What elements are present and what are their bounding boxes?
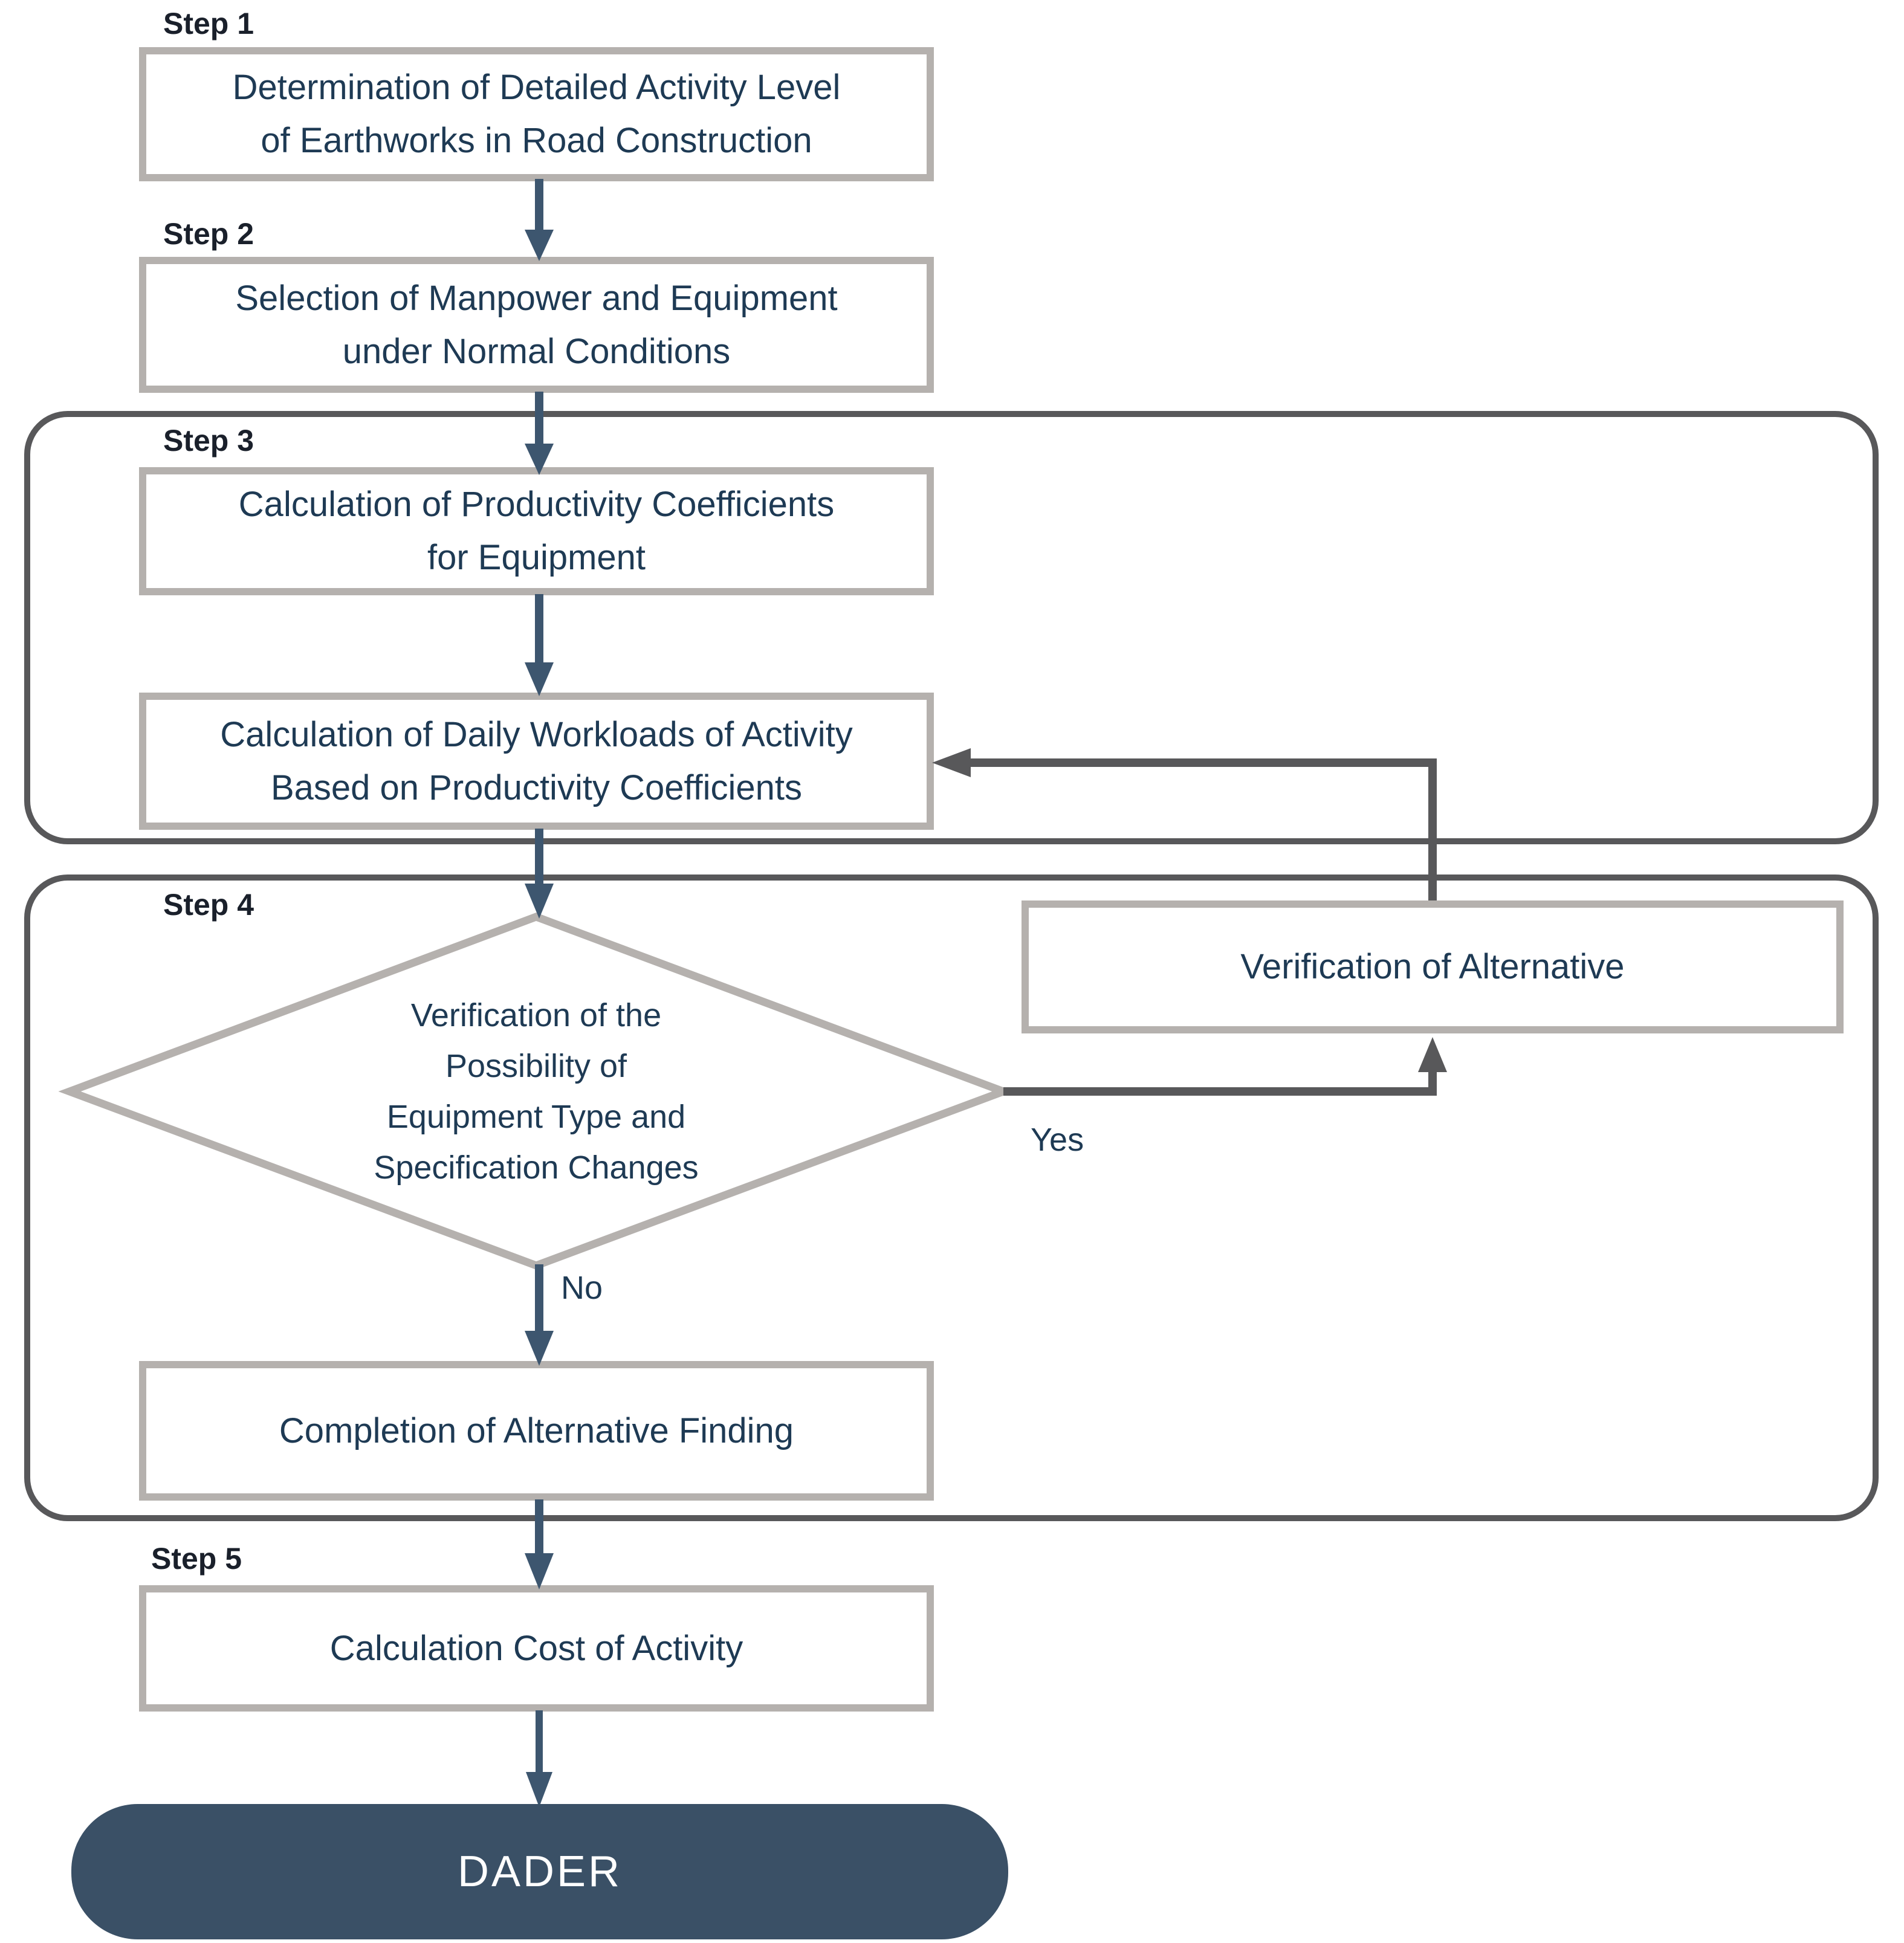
arrow-down-icon bbox=[525, 884, 554, 919]
arrow-cost-to-terminal bbox=[526, 1710, 552, 1807]
arrow-down-icon bbox=[525, 662, 554, 696]
decision-text-line4: Specification Changes bbox=[374, 1149, 699, 1186]
connector-line bbox=[1003, 1071, 1437, 1096]
arrow-step1-to-step2 bbox=[525, 179, 554, 261]
decision-text: Verification of the Possibility of Equip… bbox=[294, 990, 778, 1193]
decision-text-line3: Equipment Type and bbox=[386, 1099, 686, 1135]
arrow-step2-to-productivity bbox=[525, 392, 554, 475]
decision-text-line1: Verification of the bbox=[410, 997, 662, 1033]
daily-workloads-text-line1: Calculation of Daily Workloads of Activi… bbox=[220, 714, 853, 754]
step3-group-container bbox=[24, 411, 1879, 844]
arrow-completion-to-cost bbox=[525, 1499, 554, 1589]
yes-edge-label: Yes bbox=[1031, 1122, 1084, 1158]
step1-text-line1: Determination of Detailed Activity Level bbox=[232, 68, 841, 107]
completion-text: Completion of Alternative Finding bbox=[279, 1411, 794, 1450]
step3-label: Step 3 bbox=[163, 424, 254, 457]
verification-alternative-text: Verification of Alternative bbox=[1240, 947, 1625, 986]
step2-label: Step 2 bbox=[163, 217, 254, 251]
step2-process-box: Selection of Manpower and Equipment unde… bbox=[139, 257, 934, 393]
daily-workloads-text-line2: Based on Productivity Coefficients bbox=[270, 768, 803, 807]
productivity-text-line1: Calculation of Productivity Coefficients bbox=[238, 485, 835, 524]
decision-text-line2: Possibility of bbox=[445, 1048, 627, 1084]
arrow-up-icon bbox=[1418, 1037, 1447, 1072]
terminal-dader-pill: DADER bbox=[71, 1804, 1008, 1939]
connector-line bbox=[971, 758, 1437, 900]
arrow-productivity-to-daily bbox=[525, 594, 554, 696]
connector-verification-to-daily bbox=[932, 748, 1437, 900]
step2-text-line2: under Normal Conditions bbox=[342, 331, 731, 371]
arrow-down-icon bbox=[526, 1772, 552, 1807]
step5-label: Step 5 bbox=[151, 1542, 242, 1576]
daily-workloads-box: Calculation of Daily Workloads of Activi… bbox=[139, 693, 934, 830]
step4-group-container bbox=[24, 875, 1879, 1521]
cost-activity-box: Calculation Cost of Activity bbox=[139, 1585, 934, 1712]
completion-alternative-box: Completion of Alternative Finding bbox=[139, 1361, 934, 1501]
step2-text-line1: Selection of Manpower and Equipment bbox=[235, 278, 838, 318]
verification-alternative-box: Verification of Alternative bbox=[1022, 900, 1844, 1033]
productivity-text-line2: for Equipment bbox=[427, 538, 646, 577]
no-edge-label: No bbox=[561, 1270, 603, 1306]
terminal-dader-text: DADER bbox=[457, 1848, 623, 1896]
arrow-down-icon bbox=[525, 444, 554, 475]
step1-process-box: Determination of Detailed Activity Level… bbox=[139, 47, 934, 181]
arrow-daily-to-decision bbox=[525, 829, 554, 919]
arrow-down-icon bbox=[525, 1331, 554, 1366]
cost-text: Calculation Cost of Activity bbox=[329, 1628, 743, 1668]
step1-label: Step 1 bbox=[163, 7, 254, 40]
arrow-decision-no-to-completion bbox=[525, 1264, 554, 1366]
arrow-down-icon bbox=[525, 1553, 554, 1589]
step1-text-line2: of Earthworks in Road Construction bbox=[261, 121, 812, 160]
productivity-coefficients-box: Calculation of Productivity Coefficients… bbox=[139, 467, 934, 595]
connector-yes-to-verification bbox=[1003, 1037, 1447, 1096]
arrow-left-icon bbox=[932, 748, 971, 777]
step4-label: Step 4 bbox=[163, 888, 254, 922]
arrow-down-icon bbox=[525, 230, 554, 261]
